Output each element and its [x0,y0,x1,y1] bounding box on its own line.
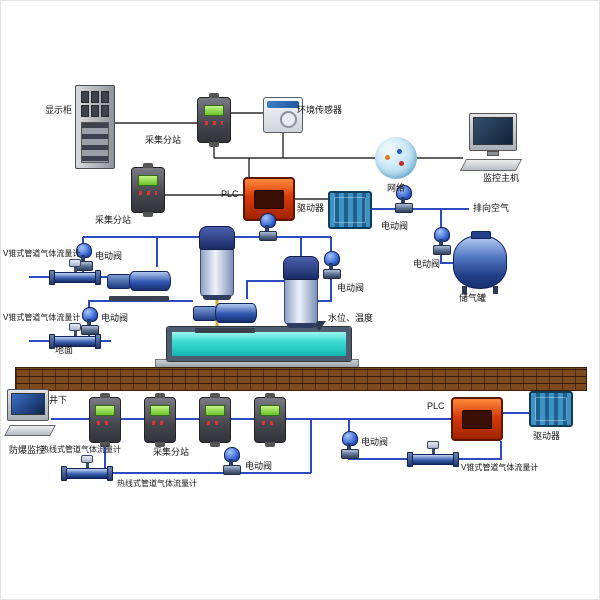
plc-enclosure-bottom [451,397,503,441]
network-node-dot [385,155,390,160]
vertical-tank-1 [199,226,235,300]
label-vcone-bottom: V锥式管道气体流量计 [461,463,539,472]
label-ex-monitor: 防爆监控 [9,445,46,455]
electric-valve-icon [223,447,241,475]
label-valve: 电动阀 [95,251,123,261]
vertical-tank-2 [283,256,319,328]
label-underground: 井下 [49,395,68,405]
vcone-flowmeter-2 [49,323,101,349]
network-node-dot [397,149,402,154]
substation-screen [150,404,170,416]
substation-leds [206,420,224,425]
collection-substation-6 [254,393,286,447]
electric-valve-icon [341,431,359,459]
label-valve: 电动阀 [337,283,365,293]
keyboard-icon [459,159,523,171]
level-temp-sensor-icon [312,321,326,331]
monitor-stand [487,151,499,156]
label-hotwire-2: 热线式管道气体流量计 [117,479,197,488]
label-vcone-2: V锥式管道气体流量计 [3,313,81,322]
vcone-flowmeter-bottom [407,441,459,467]
collection-substation-1 [197,93,231,147]
substation-leds [151,420,169,425]
monitor-screen [11,393,45,415]
plc-front-panel [253,190,285,209]
driver-unit-bottom [529,391,573,427]
label-level-temp: 水位、温度 [328,313,374,323]
vcone-flowmeter-1 [49,259,101,285]
substation-leds [261,420,279,425]
explosionproof-monitor-computer [4,387,56,439]
display-cabinet [75,85,115,169]
gas-storage-tank [453,231,507,294]
label-substation-2: 采集分站 [95,215,132,225]
label-plc-bottom: PLC [427,401,445,411]
substation-screen [260,404,280,416]
monitor-screen [473,117,513,145]
plc-front-panel [461,410,493,429]
label-substation-bottom: 采集分站 [153,447,190,457]
label-driver-top: 驱动器 [297,203,325,213]
label-valve: 电动阀 [101,313,129,323]
electric-valve-icon [81,307,99,335]
network-globe-icon [375,137,417,179]
keyboard-icon [4,425,56,436]
substation-leds [205,120,223,125]
hotwire-flowmeter [61,455,113,481]
label-valve: 电动阀 [361,437,389,447]
substation-leds [139,190,157,195]
label-driver-bottom: 驱动器 [533,431,561,441]
electric-valve-icon [433,227,451,255]
electric-valve-icon [323,251,341,279]
label-network: 网络 [387,183,406,193]
label-valve: 电动阀 [381,221,409,231]
substation-screen [203,104,225,116]
brick-ground-layer [15,367,587,391]
network-wires [115,112,463,200]
substation-screen [95,404,115,416]
driver-unit-top [328,191,372,229]
monitoring-host-computer [459,113,527,177]
network-node-dot [399,161,404,166]
electric-valve-icon [75,243,93,271]
label-substation-1: 采集分站 [145,135,182,145]
collection-substation-3 [89,393,121,447]
label-env-sensor: 环境传感器 [297,105,343,115]
electric-valve-icon [395,185,413,213]
environment-sensor [263,97,303,133]
label-to-air: 排向空气 [473,203,510,213]
substation-screen [137,174,159,186]
label-ground: 地面 [55,345,74,355]
substation-leds [96,420,114,425]
label-valve: 电动阀 [413,259,441,269]
collection-substation-5 [199,393,231,447]
substation-screen [205,404,225,416]
collection-substation-2 [131,163,165,217]
label-valve: 电动阀 [245,461,273,471]
label-monitor-host: 监控主机 [483,173,520,183]
label-display-cabinet: 显示柜 [45,105,73,115]
label-gas-tank: 储气罐 [459,293,487,303]
collection-substation-4 [144,393,176,447]
cabinet-windows-icon [81,91,109,117]
water-pump-1 [107,267,171,301]
label-vcone-1: V锥式管道气体流量计 [3,249,81,258]
cabinet-slots-icon [81,122,109,163]
label-plc-top: PLC [221,189,239,199]
electric-valve-icon [259,213,277,241]
water-pump-2 [193,299,257,333]
label-hotwire-1: 热线式管道气体流量计 [41,445,121,454]
